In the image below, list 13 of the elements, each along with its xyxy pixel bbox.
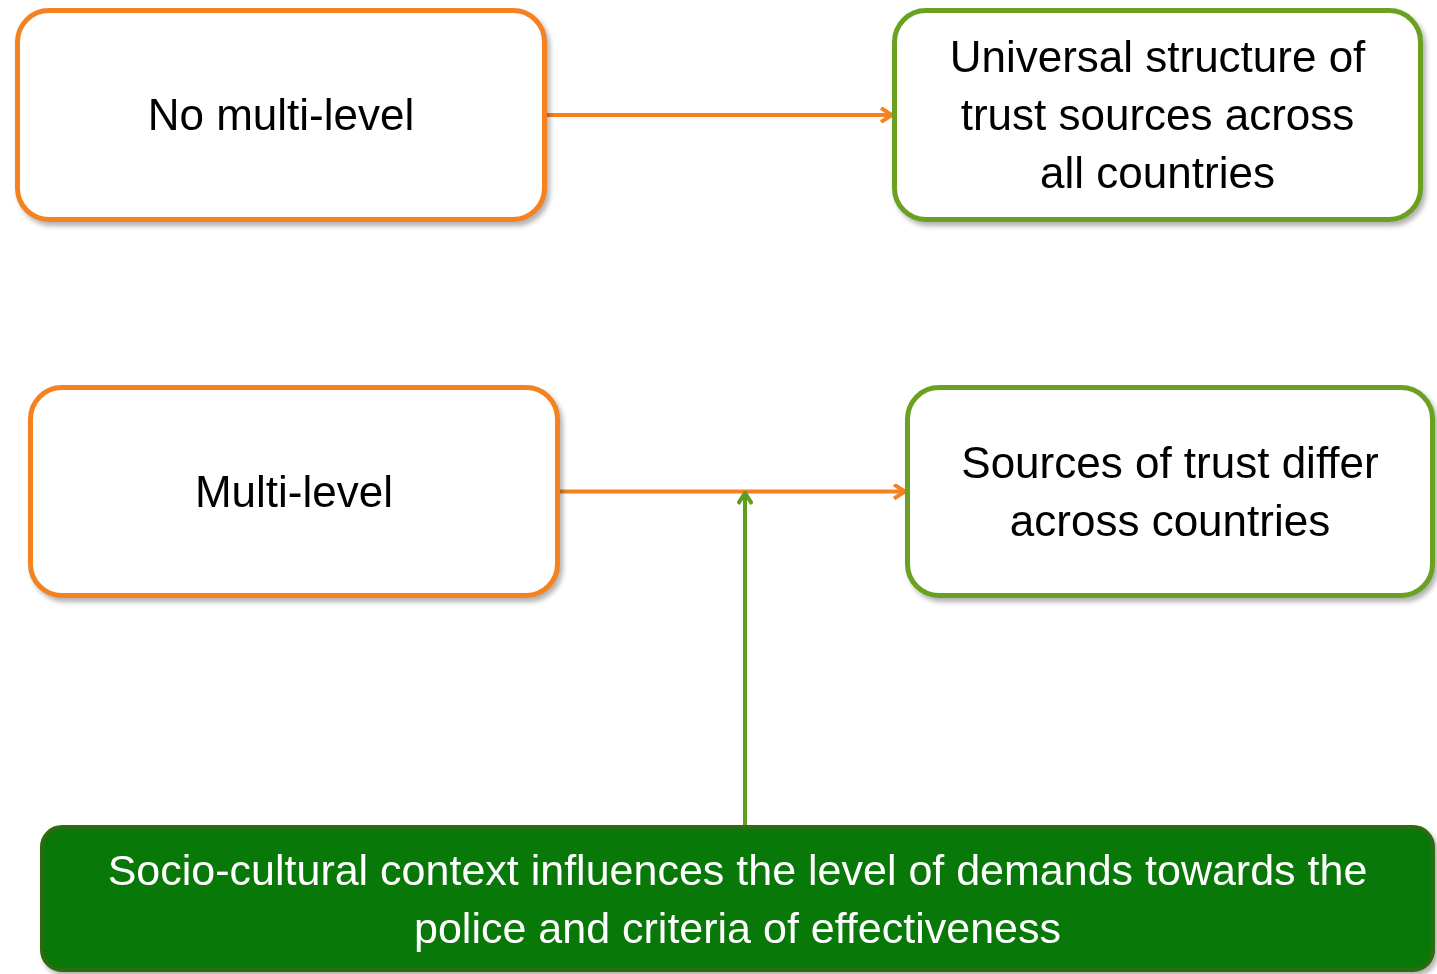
node-text: No multi-level (146, 89, 416, 141)
arrow (736, 491, 754, 825)
node-text: Multi-level (193, 465, 394, 518)
node-text: Universal structure of trust sources across all countries (948, 31, 1367, 199)
cause-box (28, 385, 560, 598)
arrow (547, 106, 894, 124)
outcome-box (892, 8, 1423, 222)
cause-box (15, 8, 547, 222)
node-text: Sources of trust differ across countries (960, 436, 1380, 547)
arrow (560, 482, 907, 501)
context-banner (40, 825, 1435, 972)
outcome-box (905, 385, 1435, 598)
node-text: Socio-cultural context influences the level of demands towards the police and criteria of effectiveness (106, 844, 1369, 954)
